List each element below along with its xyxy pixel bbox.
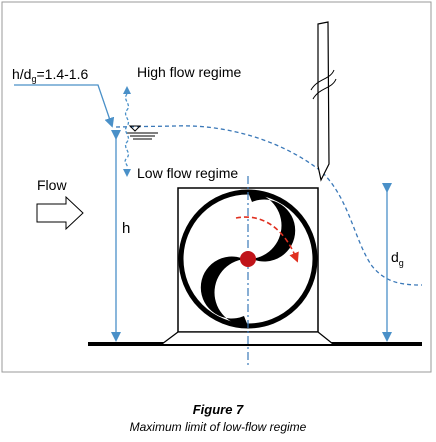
flow-arrow-icon [36, 195, 84, 231]
low-flow-label: Low flow regime [137, 165, 238, 181]
ratio-pointer-arrow [14, 84, 115, 128]
figure-frame [1, 1, 432, 373]
ratio-label: h/dg=1.4-1.6 [12, 66, 88, 84]
water-surface-line [115, 125, 423, 286]
water-surface-symbol [127, 125, 158, 140]
dg-label: dg [391, 249, 404, 268]
gate-blade [310, 21, 337, 182]
rotation-arrow [235, 216, 299, 263]
runner-blade-upper [248, 192, 296, 262]
turbine-diagram: h/dg=1.4-1.6 High flow regime Low flow r… [1, 1, 432, 373]
flow-label: Flow [37, 177, 67, 193]
runner-hub [240, 251, 256, 267]
arrowhead-up-icon [123, 86, 131, 94]
runner-blade-lower [200, 256, 248, 326]
high-flow-label: High flow regime [137, 64, 241, 80]
h-label: h [122, 220, 130, 237]
regime-transition-arrow [124, 93, 130, 169]
figure-title: Figure 7 [192, 402, 244, 417]
figure-caption: Maximum limit of low-flow regime [129, 420, 307, 434]
arrowhead-down-icon [123, 169, 131, 177]
